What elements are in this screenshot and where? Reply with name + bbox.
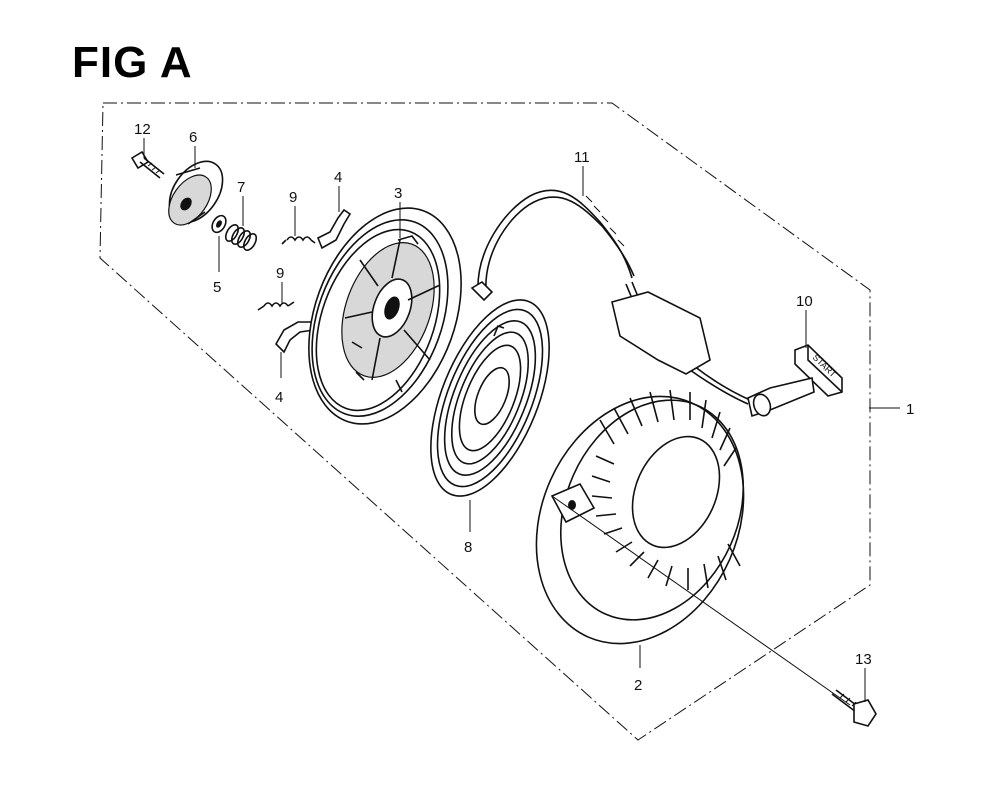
callout-7: 7 xyxy=(237,179,245,196)
part-5-washer xyxy=(211,214,227,234)
part-2-starter-case xyxy=(535,291,745,645)
callout-13: 13 xyxy=(855,651,872,668)
part-6-ratchet xyxy=(168,160,224,226)
part-7-spring xyxy=(224,224,258,251)
callout-4-lower: 4 xyxy=(275,389,283,406)
figure-title: FIG A xyxy=(72,38,193,87)
callout-10: 10 xyxy=(796,293,813,310)
callout-9-lower: 9 xyxy=(276,265,284,282)
leader-lines xyxy=(143,138,900,706)
callout-4-upper: 4 xyxy=(334,169,342,186)
callout-5: 5 xyxy=(213,279,221,296)
part-12-bolt xyxy=(130,150,165,179)
part-9-upper-spring xyxy=(281,236,316,245)
part-4-upper-pawl xyxy=(316,208,352,250)
part-13-bolt xyxy=(831,689,877,727)
callout-6: 6 xyxy=(189,129,197,146)
callout-labels: 1 2 3 4 4 5 6 7 8 9 9 10 11 12 13 xyxy=(134,121,914,694)
callout-3: 3 xyxy=(394,185,402,202)
part-3-reel xyxy=(308,207,462,425)
callout-11: 11 xyxy=(574,149,590,166)
callout-9-upper: 9 xyxy=(289,189,297,206)
part-10-starter-handle: START xyxy=(747,344,843,418)
callout-12: 12 xyxy=(134,121,151,138)
callout-1: 1 xyxy=(906,401,914,418)
part-8-recoil-spring xyxy=(430,299,550,497)
part-9-lower-spring xyxy=(257,301,295,311)
callout-2: 2 xyxy=(634,677,642,694)
assembly-boundary xyxy=(99,102,871,741)
callout-8: 8 xyxy=(464,539,472,556)
